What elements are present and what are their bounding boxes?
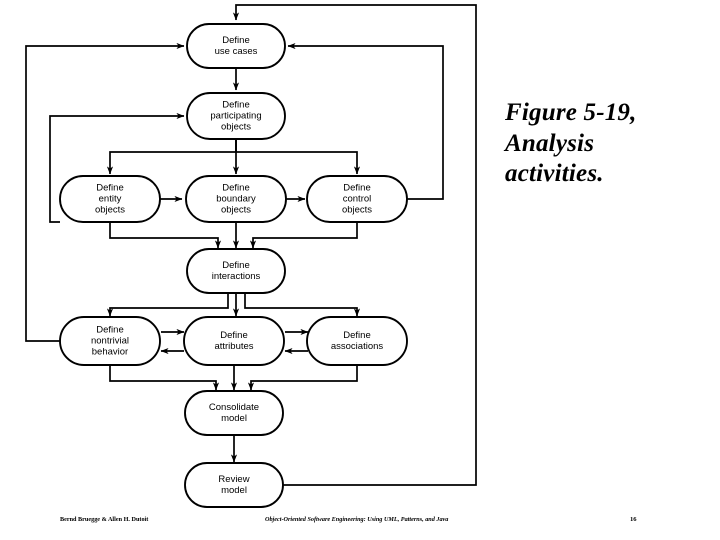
node-label-line: Define: [222, 99, 249, 110]
node-label-line: interactions: [212, 271, 261, 282]
node-shape: [184, 390, 284, 436]
node-label-line: boundary: [216, 194, 256, 205]
caption-line-1: Figure 5-19,: [505, 99, 637, 126]
node-label-line: Define: [220, 330, 247, 341]
node-shape: [186, 23, 286, 69]
node-label-line: attributes: [214, 341, 253, 352]
edge-review-to-use-cases: [232, 4, 477, 486]
node-label-line: behavior: [92, 347, 128, 358]
node-label-line: Define: [96, 324, 123, 335]
caption-line-2: Analysis: [505, 129, 595, 157]
edge-control-to-use-cases: [287, 42, 444, 200]
node-label-line: associations: [331, 341, 384, 352]
node-label-line: Review: [218, 474, 249, 485]
edge-participating-to-control: [235, 139, 361, 175]
node-label-line: participating: [210, 111, 261, 122]
footer-book-title: Object-Oriented Software Engineering: Us…: [265, 516, 449, 523]
node-shape: [183, 316, 285, 366]
footer-authors: Bernd Bruegge & Allen H. Dutoit: [60, 516, 149, 523]
slide-footer: Bernd Bruegge & Allen H. Dutoit Object-O…: [0, 516, 720, 532]
edge-interactions-to-associations: [244, 293, 361, 317]
edge-participating-to-entity: [106, 139, 237, 175]
node-label-line: entity: [99, 194, 122, 205]
node-label-line: Define: [222, 35, 249, 46]
edge-interactions-to-nontrivial: [106, 293, 229, 317]
node-label-line: model: [221, 413, 247, 424]
node-label-line: objects: [342, 205, 372, 216]
figure-caption: Figure 5-19, Analysis activities.: [505, 98, 705, 190]
node-shape: [59, 175, 161, 223]
edge-nontrivial-to-consolidate: [109, 365, 220, 391]
node-label-line: use cases: [215, 46, 258, 57]
node-label-line: Define: [222, 260, 249, 271]
node-label-line: Define: [343, 330, 370, 341]
caption-line-3: activities.: [505, 160, 604, 187]
node-shape: [184, 462, 284, 508]
edge-nontrivial-to-use-cases: [25, 42, 185, 342]
node-shape: [186, 248, 286, 294]
node-label-line: Define: [222, 182, 249, 193]
edge-entity-to-participating: [49, 112, 185, 223]
edge-layer: [25, 4, 477, 486]
edge-associations-to-consolidate: [247, 365, 358, 391]
node-label-line: control: [343, 194, 372, 205]
node-shape: [186, 92, 286, 140]
edge-entity-to-interactions: [109, 222, 222, 249]
node-label-line: model: [221, 485, 247, 496]
node-label-line: Consolidate: [209, 402, 259, 413]
node-label-line: objects: [95, 205, 125, 216]
node-label-line: nontrivial: [91, 336, 129, 347]
edge-control-to-interactions: [249, 222, 358, 249]
footer-page-number: 16: [630, 516, 637, 523]
node-label-line: objects: [221, 122, 251, 133]
node-label-line: Define: [96, 182, 123, 193]
node-label-line: objects: [221, 205, 251, 216]
node-label-line: Define: [343, 182, 370, 193]
node-shape: [306, 175, 408, 223]
node-shape: [185, 175, 287, 223]
node-shape: [59, 316, 161, 366]
node-shape: [306, 316, 408, 366]
